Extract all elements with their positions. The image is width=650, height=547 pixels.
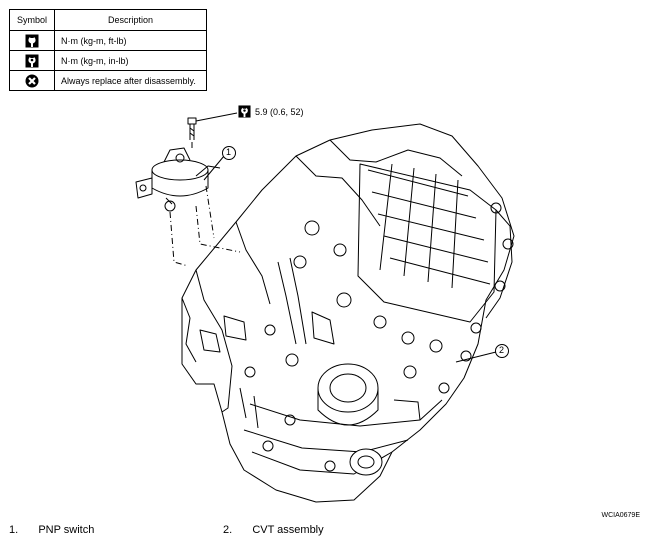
torque-spec-value: 5.9 (0.6, 52) [255,106,304,117]
legend-row: N·m (kg-m, ft-lb) [9,30,207,51]
torque-wrench-ft-lb-icon [25,34,39,47]
torque-wrench-in-lb-icon [238,105,251,118]
callout-2-circle [495,344,509,358]
callout-1-circle [222,146,236,160]
pnp-switch-illustration [135,117,221,212]
torque-spec-label: 5.9 (0.6, 52) [238,105,304,118]
parts-list-item: 1. PNP switch [9,524,94,536]
callout-2-leader-line [455,351,497,363]
figure-code: WCIA0679E [601,512,640,519]
legend-header-row: Symbol Description [9,9,207,31]
parts-list-item: 2. CVT assembly [223,524,324,536]
legend-description: Always replace after disassembly. [54,70,207,91]
callout-2-number: 2 [499,345,505,355]
always-replace-icon [25,74,39,87]
torque-leader-line [195,112,238,122]
part-name: PNP switch [38,524,95,536]
symbol-legend-table: Symbol Description N·m (kg-m, ft-lb) N·m… [9,9,207,91]
part-number: 2. [223,524,233,536]
installation-guide-lines [169,142,241,267]
torque-wrench-in-lb-icon [25,54,39,67]
cvt-assembly-illustration [181,123,515,503]
part-number: 1. [9,524,19,536]
legend-row: Always replace after disassembly. [9,70,207,91]
part-name: CVT assembly [252,524,324,536]
callout-1-number: 1 [226,147,232,157]
callout-1-leader-line [203,155,225,181]
